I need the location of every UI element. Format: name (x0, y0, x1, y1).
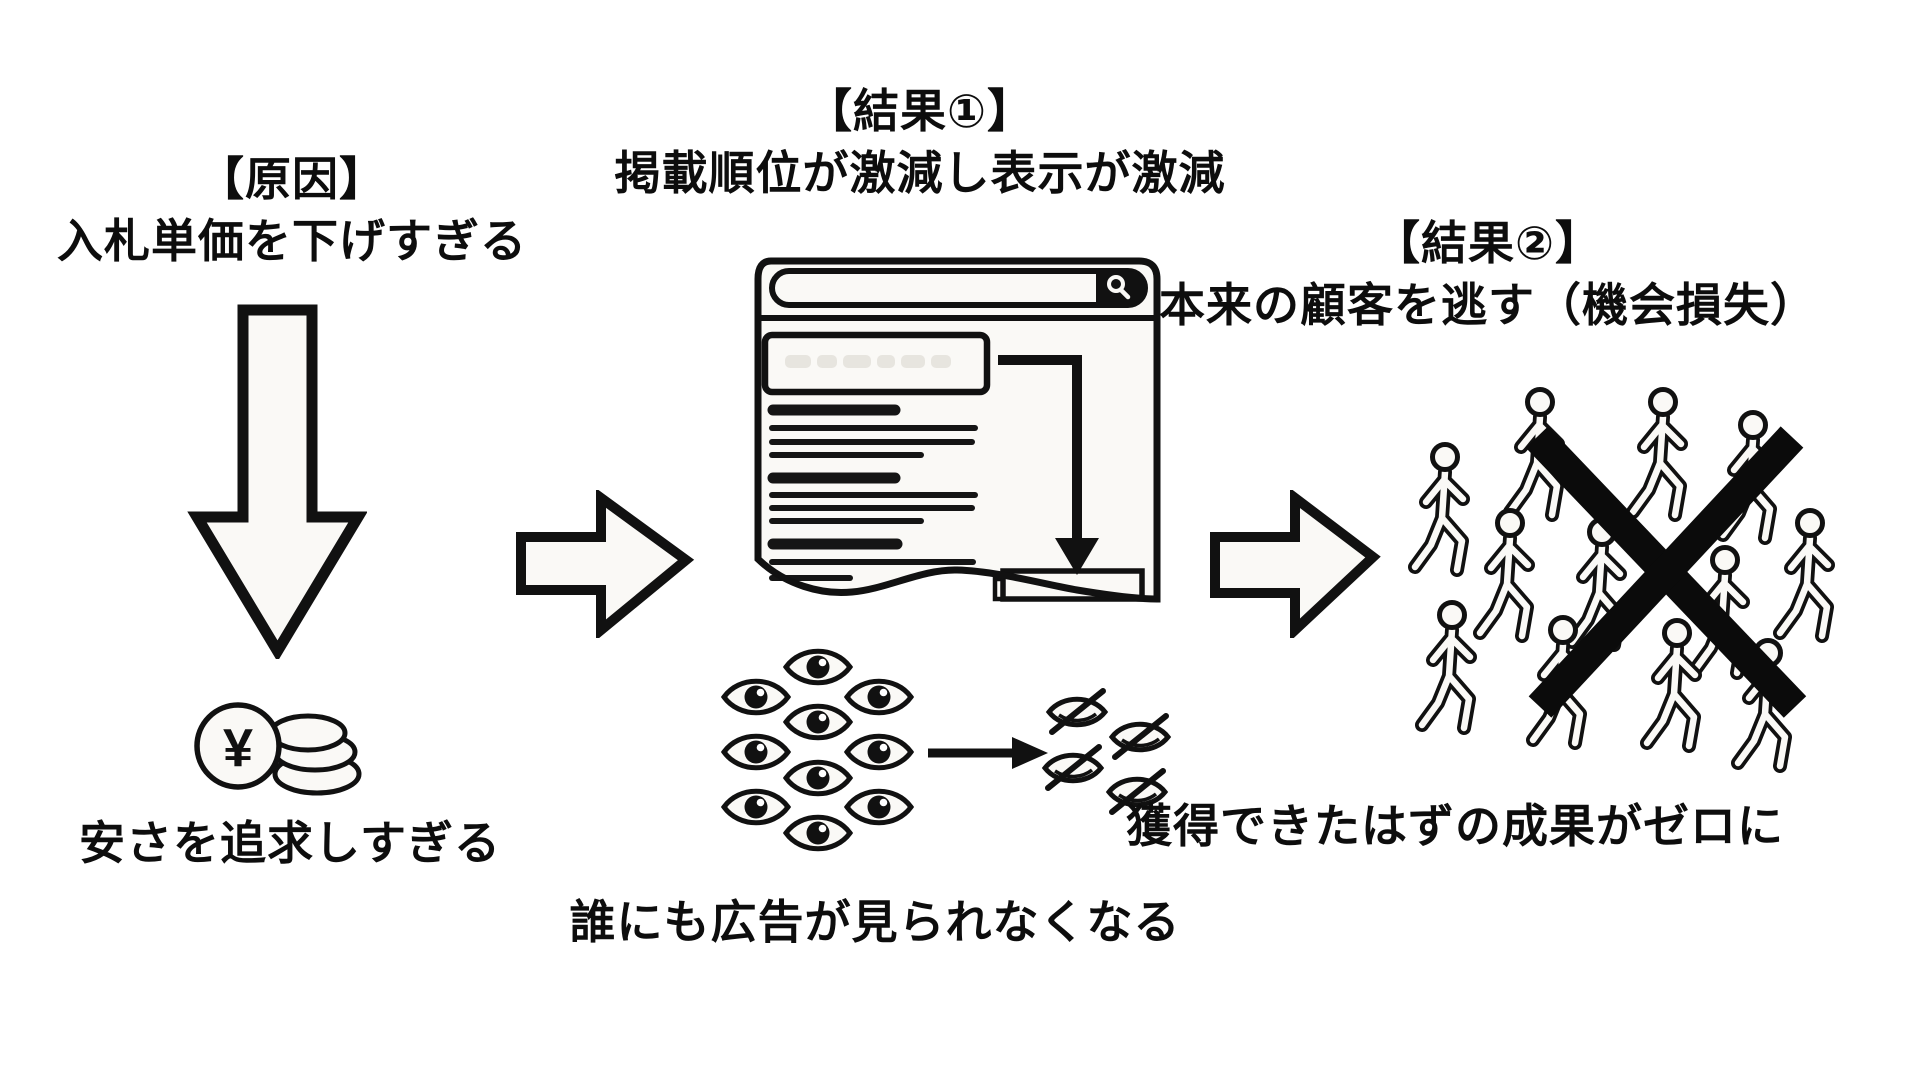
result1-heading-block: 【結果①】 掲載順位が激減し表示が激減 (615, 80, 1226, 204)
down-arrow-icon (187, 304, 367, 659)
yen-coins-icon: ¥ (194, 702, 362, 796)
rank-drop-arrow-icon (998, 355, 1099, 575)
result1-subheading: 掲載順位が激減し表示が激減 (614, 147, 1226, 199)
result1-caption: 誰にも広告が見られなくなる (569, 896, 1181, 948)
right-block-arrow-icon-2 (1210, 490, 1381, 638)
crowd-crossed-out-icon (1390, 383, 1920, 788)
search-results-page-icon (754, 257, 1161, 603)
cause-subheading: 入札単価を下げすぎる (57, 215, 527, 267)
result2-caption: 獲得できたはずの成果がゼロに (1126, 800, 1784, 852)
cause-caption: 安さを追求しすぎる (78, 817, 502, 869)
result2-heading-block: 【結果②】 本来の顧客を逃す（機会損失） (1159, 212, 1817, 336)
x-cross-icon (1525, 426, 1807, 718)
top-ad-box (761, 331, 991, 396)
magnifier-icon (1107, 275, 1131, 300)
cause-heading-block: 【原因】 入札単価を下げすぎる (57, 148, 527, 272)
yen-symbol: ¥ (223, 718, 253, 778)
result1-heading: 【結果①】 (806, 85, 1034, 137)
cause-heading: 【原因】 (198, 153, 386, 205)
search-bar (769, 268, 1148, 308)
arrow-right-icon (928, 737, 1048, 769)
result2-heading: 【結果②】 (1374, 217, 1602, 269)
result-text-lines (767, 404, 978, 581)
right-block-arrow-icon-1 (516, 490, 695, 638)
result2-subheading: 本来の顧客を逃す（機会損失） (1159, 279, 1817, 331)
